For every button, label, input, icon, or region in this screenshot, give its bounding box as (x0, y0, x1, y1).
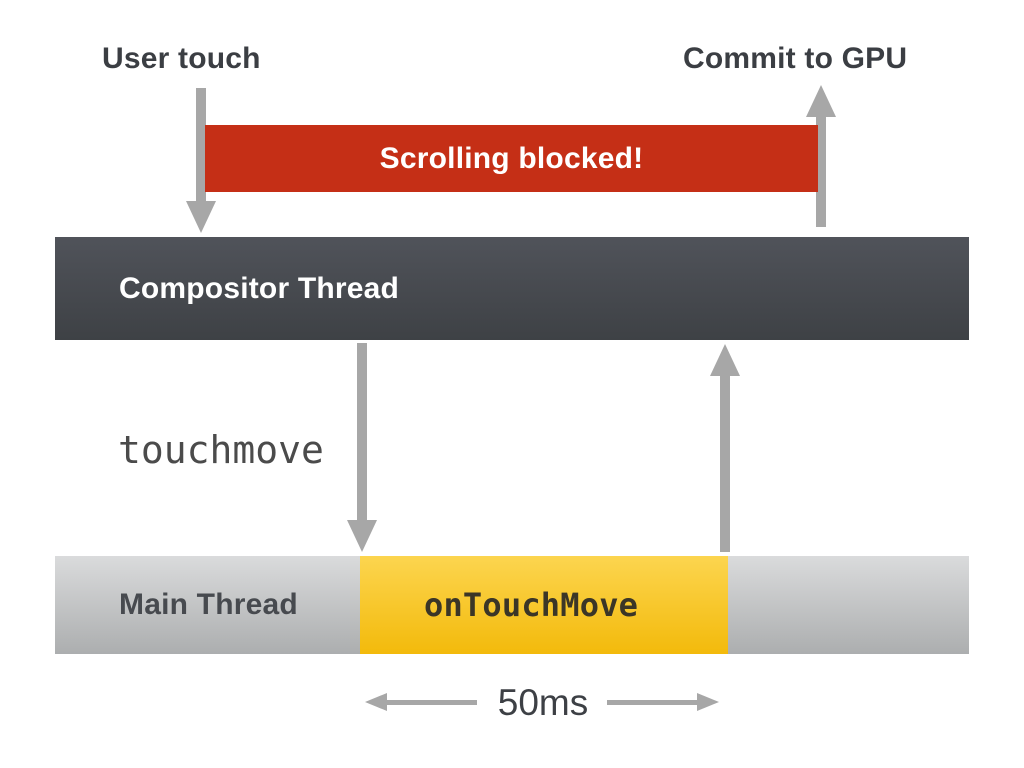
arrow-line (387, 699, 477, 705)
arrow-line (720, 376, 730, 552)
compositor-thread-bar: Compositor Thread (55, 237, 969, 340)
ontouchmove-task-label: onTouchMove (424, 586, 639, 624)
user-touch-label: User touch (102, 42, 261, 75)
down-arrowhead-icon (347, 520, 377, 552)
arrow-line (357, 343, 367, 520)
user-touch-down-arrow-icon (186, 88, 216, 233)
right-arrowhead-icon (697, 693, 719, 711)
touchmove-down-arrow-icon (347, 343, 377, 552)
up-arrowhead-icon (806, 85, 836, 117)
ontouchmove-task-block: onTouchMove (360, 556, 728, 654)
up-arrowhead-icon (710, 344, 740, 376)
duration-left-arrow-icon (365, 693, 477, 711)
main-thread-label: Main Thread (119, 588, 298, 621)
arrow-line (816, 117, 826, 227)
arrow-line (607, 699, 697, 705)
touchmove-event-label: touchmove (118, 428, 324, 472)
compositor-thread-label: Compositor Thread (119, 271, 400, 305)
commit-to-gpu-up-arrow-icon (806, 85, 836, 227)
scrolling-blocked-banner: Scrolling blocked! (205, 125, 818, 192)
left-arrowhead-icon (365, 693, 387, 711)
arrow-line (196, 88, 206, 201)
commit-to-gpu-label: Commit to GPU (683, 42, 908, 75)
main-to-compositor-up-arrow-icon (710, 344, 740, 552)
duration-right-arrow-icon (607, 693, 719, 711)
down-arrowhead-icon (186, 201, 216, 233)
duration-label: 50ms (497, 682, 589, 723)
main-thread-bar: onTouchMove Main Thread (55, 556, 969, 654)
scrolling-blocked-label: Scrolling blocked! (379, 141, 644, 175)
